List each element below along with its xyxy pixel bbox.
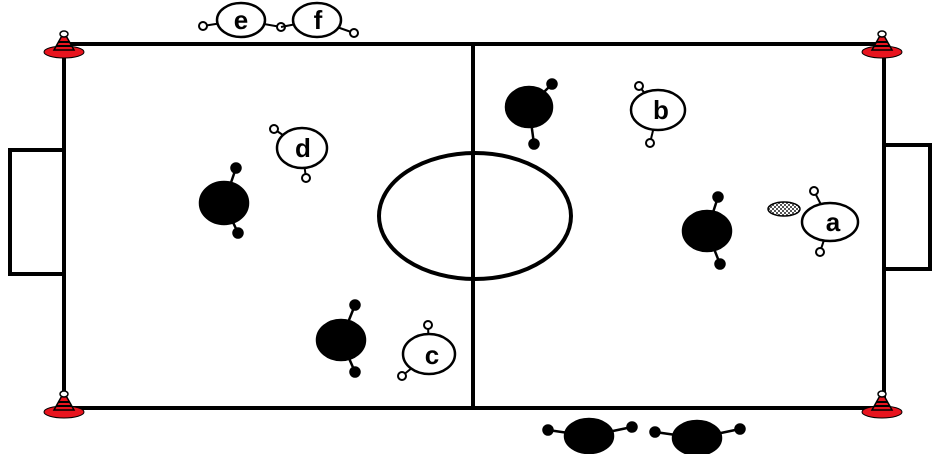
attackers: a b c d e f	[199, 3, 858, 380]
left-goal-icon	[10, 150, 64, 274]
ball-icon	[768, 202, 800, 216]
cone-icon	[44, 391, 84, 418]
right-goal-icon	[884, 145, 930, 269]
attacker-player-d: d	[270, 125, 327, 182]
cone-icon	[862, 391, 902, 418]
defender-player-icon	[506, 80, 557, 149]
attacker-label: a	[826, 207, 841, 237]
attacker-player-b: b	[631, 82, 685, 147]
defender-player-icon	[200, 164, 248, 238]
defender-player-icon	[544, 419, 637, 453]
attacker-player-c: c	[398, 321, 455, 380]
attacker-label: b	[653, 95, 669, 125]
defender-player-icon	[683, 193, 731, 269]
defender-player-icon	[317, 301, 365, 377]
attacker-label: e	[234, 5, 248, 35]
attacker-label: c	[425, 340, 439, 370]
attacker-player-e: e	[199, 3, 285, 37]
attacker-label: d	[295, 133, 311, 163]
attacker-label: f	[314, 5, 323, 35]
playing-field	[10, 44, 930, 408]
attacker-player-f: f	[281, 3, 358, 37]
attacker-player-a: a	[802, 187, 858, 256]
defender-player-icon	[651, 421, 745, 454]
